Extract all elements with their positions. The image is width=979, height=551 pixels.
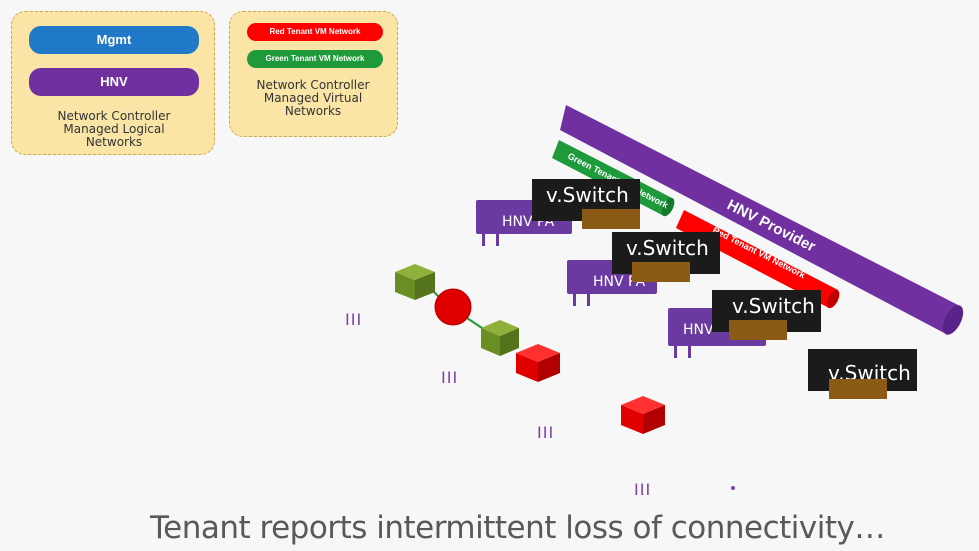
dot-marker xyxy=(731,486,735,490)
vswitch-4-port xyxy=(829,379,887,399)
router-node xyxy=(434,288,472,326)
headline: Tenant reports intermittent loss of conn… xyxy=(150,510,885,546)
virtual-networks-legend: Red Tenant VM Network Green Tenant VM Ne… xyxy=(229,11,398,137)
virtual-networks-caption: Network Controller Managed Virtual Netwo… xyxy=(256,78,370,118)
vswitch-1-label: v.Switch xyxy=(546,183,629,207)
green-tenant-label: Green Tenant VM Network xyxy=(265,54,365,63)
logical-networks-legend: Mgmt HNV Network Controller Managed Logi… xyxy=(11,11,215,155)
vswitch-3-port xyxy=(729,320,787,340)
vswitch-4: v.Switch xyxy=(808,349,917,399)
hnv-network-pipe: HNV xyxy=(29,68,199,96)
vm-red-2 xyxy=(621,396,665,434)
vm-red-1 xyxy=(516,344,560,382)
logical-networks-caption: Network Controller Managed Logical Netwo… xyxy=(57,109,171,149)
vswitch-2: v.Switch xyxy=(612,232,720,282)
vswitch-3: v.Switch xyxy=(712,290,821,340)
vswitch-3-label: v.Switch xyxy=(732,294,815,318)
vm-green-2 xyxy=(481,320,519,356)
vm-green-1 xyxy=(395,264,435,300)
vswitch-2-port xyxy=(632,262,690,282)
ellipsis-2: III xyxy=(441,368,459,387)
ellipsis-1: III xyxy=(345,310,363,329)
ellipsis-3: III xyxy=(537,423,555,442)
hnv-label: HNV xyxy=(100,74,128,89)
ellipsis-4: III xyxy=(634,480,652,499)
mgmt-label: Mgmt xyxy=(96,32,132,47)
vswitch-1: v.Switch xyxy=(532,179,640,229)
red-tenant-label: Red Tenant VM Network xyxy=(269,27,361,36)
mgmt-network-pipe: Mgmt xyxy=(29,26,199,54)
vswitch-2-label: v.Switch xyxy=(626,236,709,260)
hnv-nic-3-label: HNV xyxy=(683,322,714,338)
vswitch-1-port xyxy=(582,209,640,229)
red-tenant-pipe: Red Tenant VM Network xyxy=(247,23,383,41)
green-tenant-pipe: Green Tenant VM Network xyxy=(247,50,383,68)
